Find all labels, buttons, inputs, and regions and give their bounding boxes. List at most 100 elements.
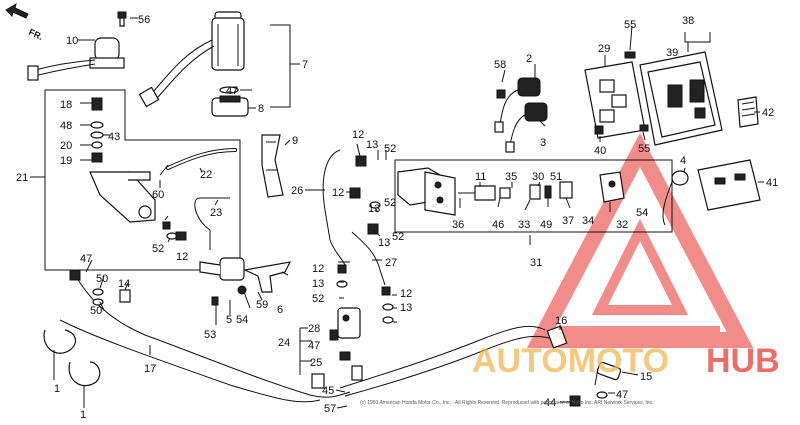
callout-17: 17 [144, 363, 156, 375]
callout-3: 3 [540, 137, 546, 149]
callout-8: 8 [258, 103, 264, 115]
callout-50b: 50 [90, 305, 102, 317]
callout-16: 16 [555, 315, 567, 327]
callout-13c: 13 [378, 237, 390, 249]
callout-37: 37 [562, 215, 574, 227]
callout-58: 58 [494, 59, 506, 71]
callout-19: 19 [60, 155, 72, 167]
callout-29: 29 [598, 43, 610, 55]
bracket-part-9 [261, 134, 284, 198]
callout-52a: 52 [384, 143, 396, 155]
valve-body-31 [397, 167, 625, 216]
pipe-part-27 [351, 231, 386, 286]
callout-6: 6 [277, 304, 283, 316]
callout-59: 59 [256, 299, 268, 311]
panel-part-29 [584, 61, 646, 139]
callout-21: 21 [16, 172, 28, 184]
group-21-frame [44, 89, 241, 271]
callout-32: 32 [616, 219, 628, 231]
callout-13d: 13 [312, 278, 324, 290]
plate-part-41 [697, 159, 761, 211]
hose-part-17 [74, 274, 351, 398]
callout-15: 15 [640, 371, 652, 383]
callout-5: 5 [226, 314, 232, 326]
callout-12d: 12 [176, 251, 188, 263]
fittings-middle [336, 155, 394, 324]
callout-30: 30 [532, 171, 544, 183]
nut-part-40 [594, 125, 604, 135]
watermark-logo [526, 132, 754, 348]
callout-43: 43 [108, 131, 120, 143]
valve-part-24 [329, 307, 361, 361]
copyright-text: (c) 1993 American Honda Motor Co., Inc. … [360, 400, 653, 406]
callout-54a: 54 [236, 314, 248, 326]
bolt-part-14 [119, 289, 131, 303]
screw-part-55b [639, 124, 649, 132]
callout-24: 24 [278, 337, 290, 349]
callout-26: 26 [291, 185, 303, 197]
relay-part-10 [27, 37, 125, 81]
callout-23: 23 [210, 207, 222, 219]
hose-part-22 [166, 148, 237, 170]
callout-12c: 12 [312, 263, 324, 275]
callout-numbers: 1 1 2 3 4 5 6 7 8 9 10 11 12 12 12 12 12… [16, 14, 778, 421]
callout-12b: 12 [332, 187, 344, 199]
grille-part-42 [737, 96, 759, 128]
relays-part-2-3 [494, 77, 548, 153]
callout-40: 40 [594, 145, 606, 157]
panel-part-38-39 [639, 51, 723, 146]
hose-part-16 [339, 325, 546, 389]
callout-57: 57 [324, 403, 336, 415]
callout-47d: 47 [616, 389, 628, 401]
callout-52d: 52 [312, 293, 324, 305]
callout-46: 46 [492, 219, 504, 231]
callout-49: 49 [540, 219, 552, 231]
clamp-part-1-upper [43, 329, 77, 354]
callout-60: 60 [152, 189, 164, 201]
lamp-part-4 [662, 170, 689, 226]
callout-47a: 47 [226, 85, 238, 97]
watermark-brand-part2: HUB [706, 342, 780, 380]
direction-label: FR. [27, 27, 44, 42]
screw-part-55 [624, 51, 636, 59]
callout-7: 7 [302, 59, 308, 71]
callout-47c: 47 [308, 340, 320, 352]
callout-44: 44 [544, 397, 556, 409]
callout-10: 10 [66, 35, 78, 47]
nut-part-58 [496, 89, 506, 99]
callout-50a: 50 [96, 273, 108, 285]
callout-14: 14 [118, 278, 130, 290]
callout-55a: 55 [624, 19, 636, 31]
nut-part-44 [569, 395, 581, 407]
watermark-brand: AUTOMOTO HUB [472, 342, 780, 380]
sensor-part-15 [594, 361, 622, 386]
callout-56: 56 [138, 14, 150, 26]
callout-52e: 52 [152, 243, 164, 255]
callout-38: 38 [682, 15, 694, 27]
bolt-part-56 [117, 11, 127, 27]
callout-11: 11 [475, 171, 486, 183]
callout-1a: 1 [54, 383, 60, 395]
callout-13b: 13 [368, 203, 380, 215]
callout-33: 33 [518, 219, 530, 231]
callout-27: 27 [385, 257, 397, 269]
switch-stack-parts [90, 97, 104, 163]
callout-31: 31 [530, 257, 542, 269]
callout-45: 45 [322, 385, 334, 397]
callout-34: 34 [582, 215, 594, 227]
callout-13a: 13 [366, 139, 378, 151]
callout-12e: 12 [400, 288, 412, 300]
leader-lines [30, 17, 764, 409]
callout-12a: 12 [352, 129, 364, 141]
callout-42: 42 [762, 107, 774, 119]
callout-22: 22 [200, 169, 212, 181]
callout-1b: 1 [80, 409, 86, 421]
callout-25: 25 [310, 357, 322, 369]
pipe-part-23 [194, 197, 230, 250]
callout-36: 36 [452, 219, 464, 231]
callout-55b: 55 [638, 143, 650, 155]
clamp-part-1-lower [68, 361, 101, 387]
pipe-part-26 [322, 149, 347, 273]
